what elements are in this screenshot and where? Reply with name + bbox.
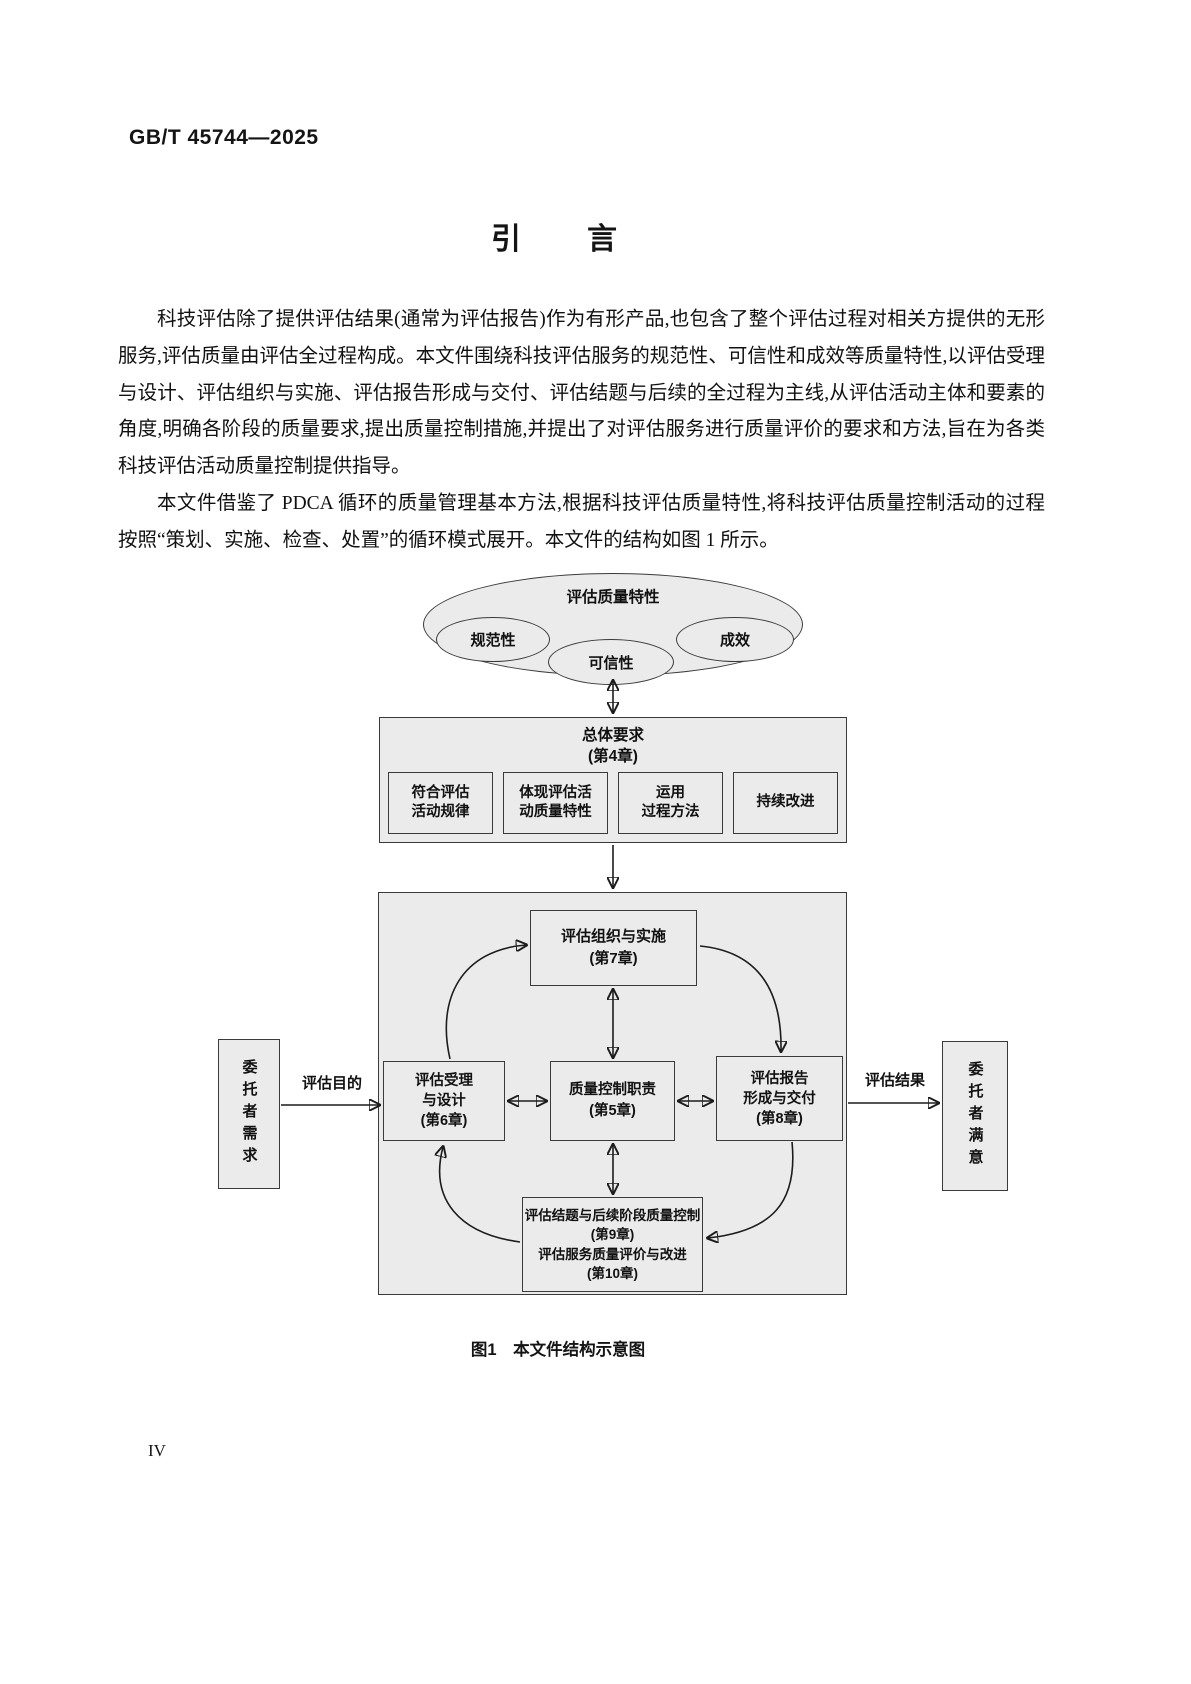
subbox-line: 动质量特性 xyxy=(519,804,592,820)
figure-caption: 图1 本文件结构示意图 xyxy=(470,1341,646,1359)
general-title: 总体要求 xyxy=(581,727,644,744)
box-conclude-improve: 评估结题与后续阶段质量控制 (第9章) 评估服务质量评价与改进 (第10章) xyxy=(522,1197,703,1292)
box-line: 评估受理 xyxy=(415,1073,473,1089)
box-client-need: 委托者需求 xyxy=(218,1039,280,1189)
intro-text-block: 科技评估除了提供评估结果(通常为评估报告)作为有形产品,也包含了整个评估过程对相… xyxy=(118,302,1045,560)
box-line: 与设计 xyxy=(422,1093,466,1109)
box-line: 质量控制职责 xyxy=(569,1082,656,1098)
quality-item-normative: 规范性 xyxy=(436,617,550,662)
page-title: 引 言 xyxy=(491,223,619,256)
box-line: (第5章) xyxy=(589,1103,636,1119)
page-number: IV xyxy=(148,1441,166,1460)
quality-item-label: 可信性 xyxy=(588,654,634,672)
box-report-deliver: 评估报告 形成与交付 (第8章) xyxy=(716,1056,843,1141)
box-line: (第9章) xyxy=(590,1227,635,1242)
intro-paragraph-1: 科技评估除了提供评估结果(通常为评估报告)作为有形产品,也包含了整个评估过程对相… xyxy=(118,309,1045,478)
box-line: (第7章) xyxy=(589,950,638,967)
arrow-label-result: 评估结果 xyxy=(864,1072,925,1089)
subbox-line: 过程方法 xyxy=(641,804,700,820)
box-line: 评估报告 xyxy=(750,1070,809,1087)
standard-number: GB/T 45744—2025 xyxy=(129,126,319,149)
intro-paragraph-2: 本文件借鉴了 PDCA 循环的质量管理基本方法,根据科技评估质量特性,将科技评估… xyxy=(118,492,1045,551)
box-line: 形成与交付 xyxy=(743,1090,816,1107)
general-subbox-process-method: 运用 过程方法 xyxy=(618,772,723,834)
box-line: (第6章) xyxy=(420,1113,468,1129)
subbox-line: 体现评估活 xyxy=(519,784,592,801)
general-subbox-reflect-quality: 体现评估活 动质量特性 xyxy=(503,772,608,834)
quality-item-credibility: 可信性 xyxy=(548,639,674,685)
box-accept-design: 评估受理 与设计 (第6章) xyxy=(383,1061,505,1141)
quality-item-effectiveness: 成效 xyxy=(676,617,794,662)
box-line: 委托者需求 xyxy=(240,1059,258,1169)
subbox-line: 持续改进 xyxy=(756,794,815,811)
box-line: 评估服务质量评价与改进 xyxy=(538,1246,687,1262)
quality-item-label: 规范性 xyxy=(470,632,516,649)
general-subbox-continuous-improve: 持续改进 xyxy=(733,772,838,834)
subbox-line: 活动规律 xyxy=(411,804,470,820)
box-line: 评估结题与后续阶段质量控制 xyxy=(524,1207,701,1223)
general-chapter: (第4章) xyxy=(588,748,638,765)
box-line: (第8章) xyxy=(756,1110,803,1127)
box-line: 评估组织与实施 xyxy=(560,928,666,945)
arrow-label-purpose: 评估目的 xyxy=(301,1075,362,1092)
box-line: (第10章) xyxy=(586,1266,638,1281)
box-line: 委托者满意 xyxy=(966,1061,984,1171)
subbox-line: 符合评估 xyxy=(411,784,470,801)
quality-item-label: 成效 xyxy=(719,632,750,649)
general-subbox-follow-rules: 符合评估 活动规律 xyxy=(388,772,493,834)
subbox-line: 运用 xyxy=(656,784,685,801)
box-quality-control-duty: 质量控制职责 (第5章) xyxy=(550,1061,675,1141)
quality-ellipse-label: 评估质量特性 xyxy=(566,589,660,606)
general-requirements-box: 总体要求 (第4章) 符合评估 活动规律 体现评估活 动质量特性 运用 过程方法… xyxy=(379,717,847,843)
box-client-satisfaction: 委托者满意 xyxy=(942,1041,1008,1191)
general-subboxes-row: 符合评估 活动规律 体现评估活 动质量特性 运用 过程方法 持续改进 xyxy=(388,772,838,834)
box-organize-implement: 评估组织与实施 (第7章) xyxy=(530,910,697,986)
